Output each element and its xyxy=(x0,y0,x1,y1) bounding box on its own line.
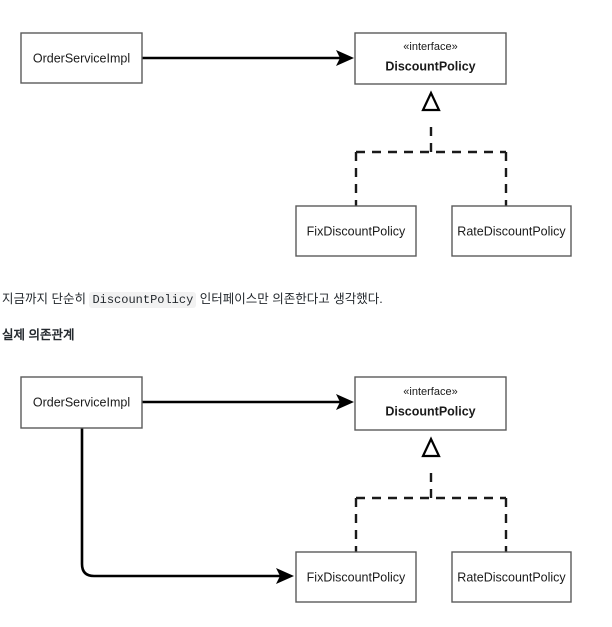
uml-diagram-actual-dependency: OrderServiceImpl «interface» DiscountPol… xyxy=(20,376,572,603)
class-box-order-service-impl-2[interactable]: OrderServiceImpl xyxy=(20,376,143,429)
class-label-fix-discount-policy-2: FixDiscountPolicy xyxy=(307,570,406,584)
class-label-fix-discount-policy: FixDiscountPolicy xyxy=(307,224,406,238)
interface-box-discount-policy[interactable]: «interface» DiscountPolicy xyxy=(354,32,507,85)
association-order-to-fix-discount-policy xyxy=(80,428,294,584)
caption-suffix: 인터페이스만 의존한다고 생각했다. xyxy=(196,292,383,306)
class-box-fix-discount-policy-2[interactable]: FixDiscountPolicy xyxy=(295,551,417,603)
class-box-rate-discount-policy[interactable]: RateDiscountPolicy xyxy=(451,205,572,257)
interface-stereotype-label-2: «interface» xyxy=(403,386,457,398)
realization-tree-discountpolicy xyxy=(354,90,508,206)
class-label-order-service-impl-2: OrderServiceImpl xyxy=(33,395,130,409)
uml-diagram-expected-dependency: OrderServiceImpl «interface» DiscountPol… xyxy=(20,32,572,257)
class-box-order-service-impl[interactable]: OrderServiceImpl xyxy=(20,32,143,84)
class-box-rate-discount-policy-2[interactable]: RateDiscountPolicy xyxy=(451,551,572,603)
association-order-to-discountpolicy xyxy=(142,50,354,66)
association-order-to-discountpolicy-2 xyxy=(142,394,354,410)
realization-tree-discountpolicy-2 xyxy=(354,436,508,552)
class-box-fix-discount-policy[interactable]: FixDiscountPolicy xyxy=(295,205,417,257)
class-label-order-service-impl: OrderServiceImpl xyxy=(33,51,130,65)
interface-stereotype-label: «interface» xyxy=(403,41,457,53)
class-label-rate-discount-policy-2: RateDiscountPolicy xyxy=(457,570,566,584)
caption-text: 지금까지 단순히 DiscountPolicy 인터페이스만 의존한다고 생각했… xyxy=(2,290,383,309)
interface-box-discount-policy-2[interactable]: «interface» DiscountPolicy xyxy=(354,376,507,431)
class-label-rate-discount-policy: RateDiscountPolicy xyxy=(457,224,566,238)
caption-prefix: 지금까지 단순히 xyxy=(2,292,90,306)
inline-code-discountpolicy: DiscountPolicy xyxy=(89,292,197,308)
interface-name-label-2: DiscountPolicy xyxy=(385,404,475,418)
interface-name-label: DiscountPolicy xyxy=(385,59,475,73)
section-heading: 실제 의존관계 xyxy=(2,328,75,342)
